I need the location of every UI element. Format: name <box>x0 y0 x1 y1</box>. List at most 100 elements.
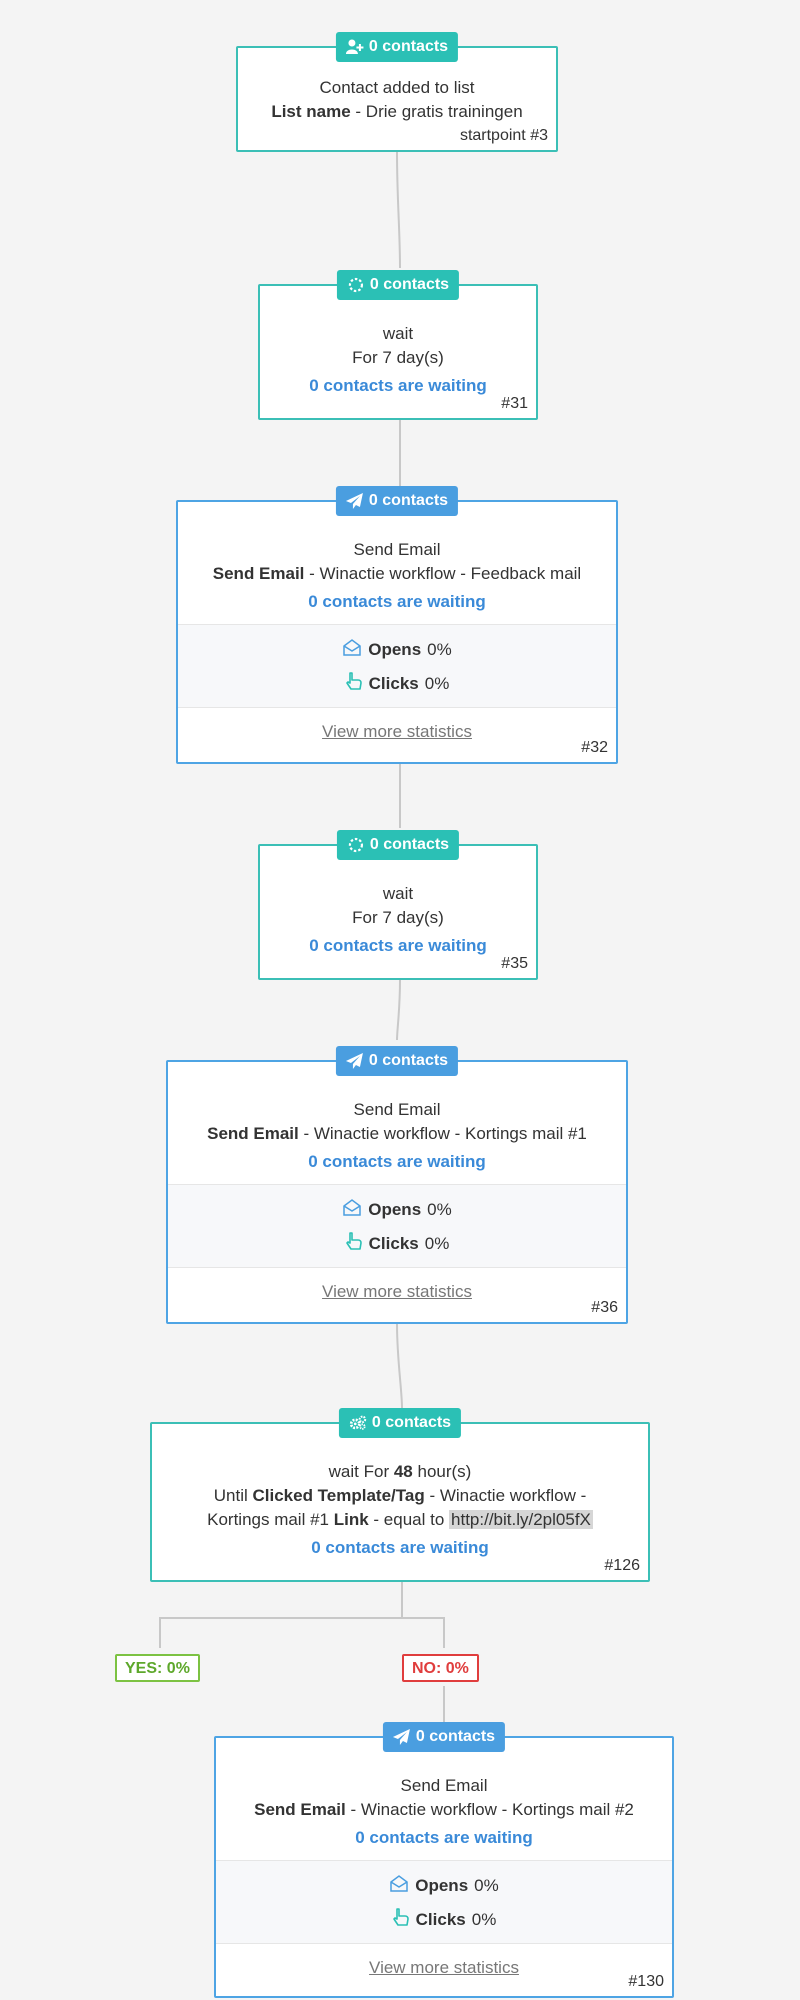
cond-126-wait-amount: 48 <box>393 1462 413 1481</box>
email-36-contacts-badge[interactable]: 0 contacts <box>335 1046 459 1076</box>
email-node-130[interactable]: 0 contacts Send Email Send Email - Winac… <box>214 1722 674 1998</box>
paper-plane-icon <box>345 492 364 510</box>
yes-branch-badge[interactable]: YES: 0% <box>115 1654 200 1682</box>
email-32-opens-label: Opens <box>368 640 422 659</box>
start-node[interactable]: 0 contacts Contact added to list List na… <box>236 32 558 152</box>
wait-31-title: wait <box>382 324 414 343</box>
email-32-waiting-link[interactable]: 0 contacts are waiting <box>308 592 486 611</box>
wait-node-35[interactable]: 0 contacts wait For 7 day(s) 0 contacts … <box>258 830 538 980</box>
email-32-more: View more statistics <box>178 708 616 760</box>
wait-35-badge-label: 0 contacts <box>369 836 450 853</box>
wait-35-id: #35 <box>501 955 528 972</box>
email-130-id: #130 <box>628 1973 664 1990</box>
start-list-label: List name <box>271 102 351 121</box>
email-130-badge-label: 0 contacts <box>415 1728 496 1745</box>
email-36-waiting-link[interactable]: 0 contacts are waiting <box>308 1152 486 1171</box>
wait-31-contacts-badge[interactable]: 0 contacts <box>336 270 460 300</box>
email-32-badge-label: 0 contacts <box>368 492 449 509</box>
cond-126-equal-text: - equal to <box>368 1510 450 1529</box>
connector-split-branches <box>159 1617 445 1648</box>
email-32-view-more-link[interactable]: View more statistics <box>322 722 472 741</box>
envelope-open-icon <box>389 1874 409 1899</box>
email-36-id: #36 <box>591 1299 618 1316</box>
email-32-detail-value: - Winactie workflow - Feedback mail <box>304 564 582 583</box>
email-32-detail-label: Send Email <box>212 564 305 583</box>
email-36-view-more-link[interactable]: View more statistics <box>322 1282 472 1301</box>
email-32-title: Send Email <box>353 540 441 559</box>
paper-plane-icon <box>345 1052 364 1070</box>
cogs-icon <box>349 1414 367 1432</box>
envelope-open-icon <box>342 638 362 663</box>
email-36-clicks-row: Clicks 0% <box>168 1227 626 1261</box>
email-32-contacts-badge[interactable]: 0 contacts <box>335 486 459 516</box>
email-32-stats: Opens 0% Clicks 0% <box>178 624 616 708</box>
email-36-clicks-value: 0% <box>424 1234 450 1253</box>
condition-node-126[interactable]: 0 contacts wait For 48 hour(s) Until Cli… <box>150 1408 650 1582</box>
email-32-opens-value: 0% <box>427 640 452 659</box>
cond-126-until-line: Until Clicked Template/Tag - Winactie wo… <box>152 1484 648 1508</box>
cond-126-waiting-link[interactable]: 0 contacts are waiting <box>311 1538 489 1557</box>
wait-31-waiting-link[interactable]: 0 contacts are waiting <box>309 376 487 395</box>
cond-126-badge-label: 0 contacts <box>371 1414 452 1431</box>
wait-node-31[interactable]: 0 contacts wait For 7 day(s) 0 contacts … <box>258 270 538 420</box>
envelope-open-icon <box>342 1198 362 1223</box>
email-32-detail: Send Email - Winactie workflow - Feedbac… <box>178 562 616 586</box>
start-title: Contact added to list <box>319 78 475 97</box>
connector-email2-cond <box>396 1323 403 1409</box>
cond-126-wait-line: wait For 48 hour(s) <box>152 1460 648 1484</box>
email-130-clicks-label: Clicks <box>415 1910 466 1929</box>
email-32-clicks-value: 0% <box>424 674 450 693</box>
email-130-contacts-badge[interactable]: 0 contacts <box>382 1722 506 1752</box>
email-36-detail: Send Email - Winactie workflow - Korting… <box>168 1122 626 1146</box>
spinner-icon <box>347 276 365 294</box>
cond-126-link-line: Kortings mail #1 Link - equal to http://… <box>152 1508 648 1532</box>
start-list-line: List name - Drie gratis trainingen <box>238 100 556 124</box>
email-36-opens-row: Opens 0% <box>168 1193 626 1227</box>
cond-126-url: http://bit.ly/2pl05fX <box>449 1510 593 1529</box>
email-node-32[interactable]: 0 contacts Send Email Send Email - Winac… <box>176 486 618 764</box>
email-130-detail: Send Email - Winactie workflow - Korting… <box>216 1798 672 1822</box>
cond-126-link-label: Link <box>333 1510 369 1529</box>
email-36-title: Send Email <box>353 1100 441 1119</box>
no-branch-badge[interactable]: NO: 0% <box>402 1654 479 1682</box>
cond-126-wait-prefix: wait For <box>328 1462 394 1481</box>
connector-wait2-email2 <box>396 979 401 1041</box>
wait-35-duration: For 7 day(s) <box>352 908 444 927</box>
email-130-view-more-link[interactable]: View more statistics <box>369 1958 519 1977</box>
email-130-waiting-link[interactable]: 0 contacts are waiting <box>355 1828 533 1847</box>
wait-31-id: #31 <box>501 395 528 412</box>
cond-126-clicked-label: Clicked Template/Tag <box>252 1486 425 1505</box>
user-plus-icon <box>345 38 364 56</box>
hand-pointer-icon <box>345 671 363 698</box>
wait-35-waiting-link[interactable]: 0 contacts are waiting <box>309 936 487 955</box>
email-130-clicks-value: 0% <box>471 1910 497 1929</box>
wait-31-duration: For 7 day(s) <box>352 348 444 367</box>
email-node-36[interactable]: 0 contacts Send Email Send Email - Winac… <box>166 1046 628 1324</box>
email-130-opens-label: Opens <box>415 1876 469 1895</box>
email-36-badge-label: 0 contacts <box>368 1052 449 1069</box>
email-130-opens-row: Opens 0% <box>216 1869 672 1903</box>
cond-126-clicked-value: - Winactie workflow - <box>424 1486 587 1505</box>
email-130-detail-value: - Winactie workflow - Kortings mail #2 <box>345 1800 634 1819</box>
wait-35-contacts-badge[interactable]: 0 contacts <box>336 830 460 860</box>
email-36-more: View more statistics <box>168 1268 626 1320</box>
cond-126-contacts-badge[interactable]: 0 contacts <box>338 1408 462 1438</box>
email-36-detail-value: - Winactie workflow - Kortings mail #1 <box>298 1124 587 1143</box>
email-130-stats: Opens 0% Clicks 0% <box>216 1860 672 1944</box>
email-36-opens-value: 0% <box>427 1200 452 1219</box>
start-badge-label: 0 contacts <box>368 38 449 55</box>
cond-126-id: #126 <box>604 1557 640 1574</box>
email-130-detail-label: Send Email <box>254 1800 346 1819</box>
spinner-icon <box>347 836 365 854</box>
cond-126-line3-prefix: Kortings mail #1 <box>207 1510 334 1529</box>
hand-pointer-icon <box>345 1231 363 1258</box>
email-36-clicks-label: Clicks <box>368 1234 419 1253</box>
start-list-value: - Drie gratis trainingen <box>350 102 523 121</box>
startpoint-id: startpoint #3 <box>459 127 548 144</box>
email-32-clicks-label: Clicks <box>368 674 419 693</box>
start-contacts-badge[interactable]: 0 contacts <box>335 32 459 62</box>
cond-126-wait-suffix: hour(s) <box>412 1462 472 1481</box>
email-130-title: Send Email <box>400 1776 488 1795</box>
